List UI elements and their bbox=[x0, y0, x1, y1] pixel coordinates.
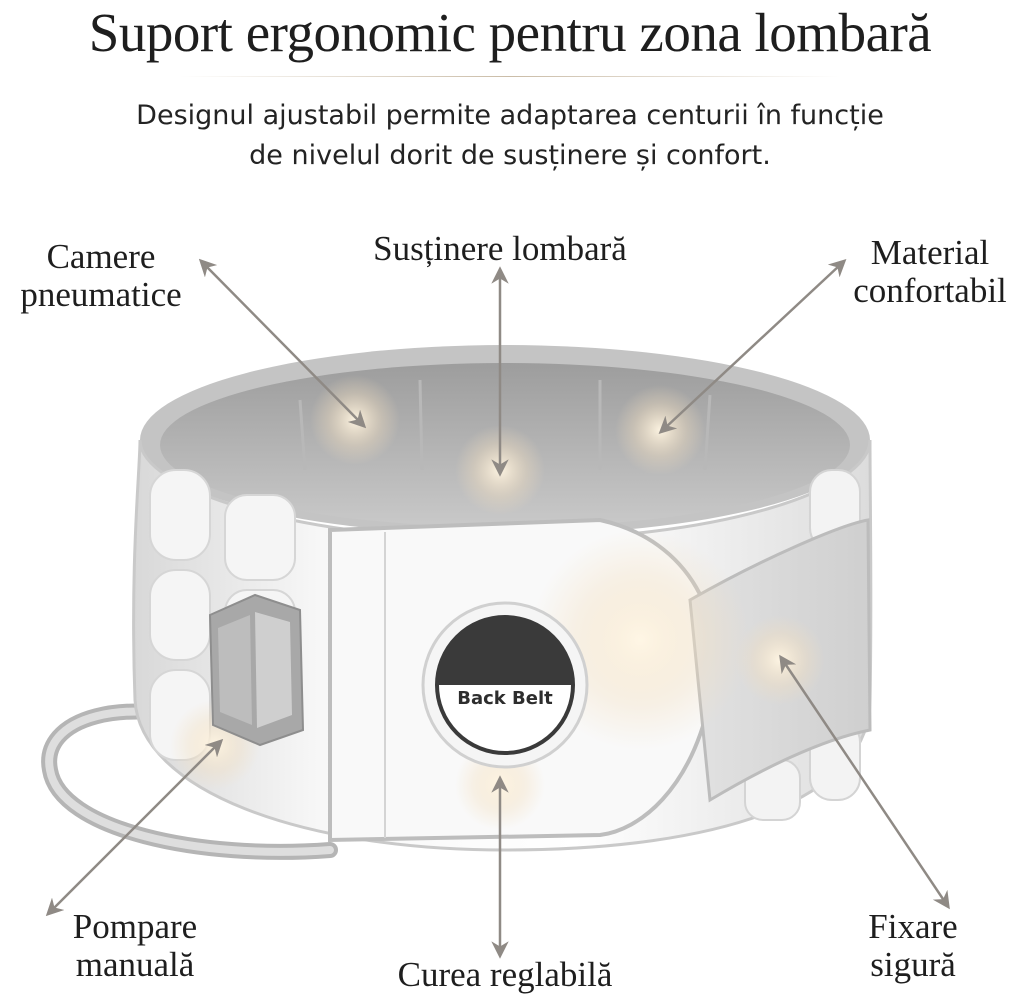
page-subtitle: Designul ajustabil permite adaptarea cen… bbox=[40, 96, 980, 176]
back-belt-logo bbox=[421, 601, 589, 769]
label-pompare-line-1: Pompare bbox=[72, 907, 198, 946]
double-arrow-icon bbox=[779, 654, 950, 910]
page-title: Suport ergonomic pentru zona lombară bbox=[88, 2, 932, 63]
label-pompare-line-2: manuală bbox=[75, 945, 195, 984]
back-belt-logo-text: Back Belt bbox=[457, 688, 553, 709]
label-material-line-1: Material bbox=[870, 233, 990, 272]
title-divider bbox=[180, 76, 840, 77]
label-fixare-line-1: Fixare bbox=[868, 907, 958, 946]
label-fixare-sigura: Fixare sigură bbox=[838, 908, 988, 984]
hand-pump-icon bbox=[208, 593, 305, 747]
double-arrow-icon bbox=[45, 738, 224, 917]
label-camere-pneumatice: Camere pneumatice bbox=[10, 238, 192, 314]
label-fixare-line-2: sigură bbox=[870, 945, 956, 984]
label-material-confortabil: Material confortabil bbox=[844, 234, 1016, 310]
double-arrow-icon bbox=[198, 258, 367, 429]
label-camere-line-1: Camere bbox=[46, 237, 156, 276]
label-curea-reglabila: Curea reglabilă bbox=[397, 955, 613, 994]
label-material-line-2: confortabil bbox=[853, 271, 1007, 310]
label-camere-line-2: pneumatice bbox=[20, 275, 182, 314]
label-pompare-manuala: Pompare manuală bbox=[50, 908, 220, 984]
label-sustinere-lombara: Susținere lombară bbox=[373, 229, 627, 268]
callout-arrows bbox=[45, 258, 950, 959]
subtitle-line-2: de nivelul dorit de susținere și confort… bbox=[249, 140, 771, 171]
subtitle-line-1: Designul ajustabil permite adaptarea cen… bbox=[136, 100, 884, 131]
double-arrow-icon bbox=[658, 259, 847, 434]
